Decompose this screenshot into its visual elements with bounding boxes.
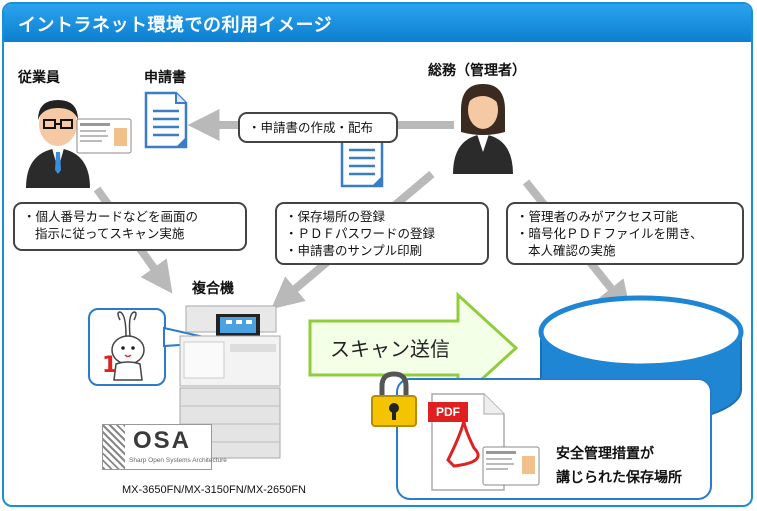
pdf-id-card-icon	[482, 446, 540, 486]
mynumber-mascot-callout: 1	[88, 308, 166, 386]
admin-label: 総務（管理者）	[428, 63, 526, 79]
rabbit-mascot-icon: 1	[102, 311, 145, 381]
form-document-icon	[144, 91, 188, 149]
scan-send-arrow	[308, 291, 519, 405]
bubble-line: ・暗号化ＰＤＦファイルを開き、	[516, 226, 703, 241]
lock-icon	[371, 371, 417, 427]
setup-bubble: ・保存場所の登録 ・ＰＤＦパスワードの登録 ・申請書のサンプル印刷	[275, 202, 489, 265]
bubble-line: ・管理者のみがアクセス可能	[516, 209, 678, 224]
page-title: イントラネット環境での利用イメージ	[18, 15, 333, 36]
bubble-line: ・保存場所の登録	[285, 209, 386, 224]
osa-logo-subtitle: Sharp Open Systems Architecture	[129, 457, 227, 464]
form-label: 申請書	[144, 70, 186, 86]
employee-label: 従業員	[18, 70, 60, 86]
osa-logo: OSA Sharp Open Systems Architecture	[102, 424, 227, 470]
mfp-label: 複合機	[192, 281, 234, 297]
bubble-line: ・ＰＤＦパスワードの登録	[285, 226, 436, 241]
access-bubble: ・管理者のみがアクセス可能 ・暗号化ＰＤＦファイルを開き、 本人確認の実施	[506, 202, 744, 265]
storage-label-line: 講じられた保存場所	[556, 470, 682, 486]
model-numbers: MX-3650FN/MX-3150FN/MX-2650FN	[122, 484, 307, 496]
bubble-line: ・個人番号カードなどを画面の	[23, 209, 199, 224]
title-bar: イントラネット環境での利用イメージ	[4, 4, 751, 42]
storage-label-line: 安全管理措置が	[556, 446, 654, 462]
admin-figure-icon	[453, 84, 513, 174]
multifunction-printer-icon	[179, 305, 281, 459]
storage-label: 安全管理措置が 講じられた保存場所	[556, 442, 682, 490]
pdf-badge: PDF	[428, 402, 468, 422]
scan-send-label: スキャン送信	[330, 337, 450, 361]
id-card-icon	[76, 118, 132, 154]
distribute-bubble: ・申請書の作成・配布	[238, 112, 398, 143]
bubble-line: 本人確認の実施	[528, 243, 616, 258]
employee-figure-icon	[26, 100, 90, 188]
osa-logo-text: OSA	[133, 427, 192, 454]
bubble-line: 指示に従ってスキャン実施	[35, 226, 185, 241]
svg-text:1: 1	[102, 353, 117, 378]
scan-instruction-bubble: ・個人番号カードなどを画面の 指示に従ってスキャン実施	[13, 202, 247, 251]
bubble-line: ・申請書のサンプル印刷	[285, 243, 423, 258]
